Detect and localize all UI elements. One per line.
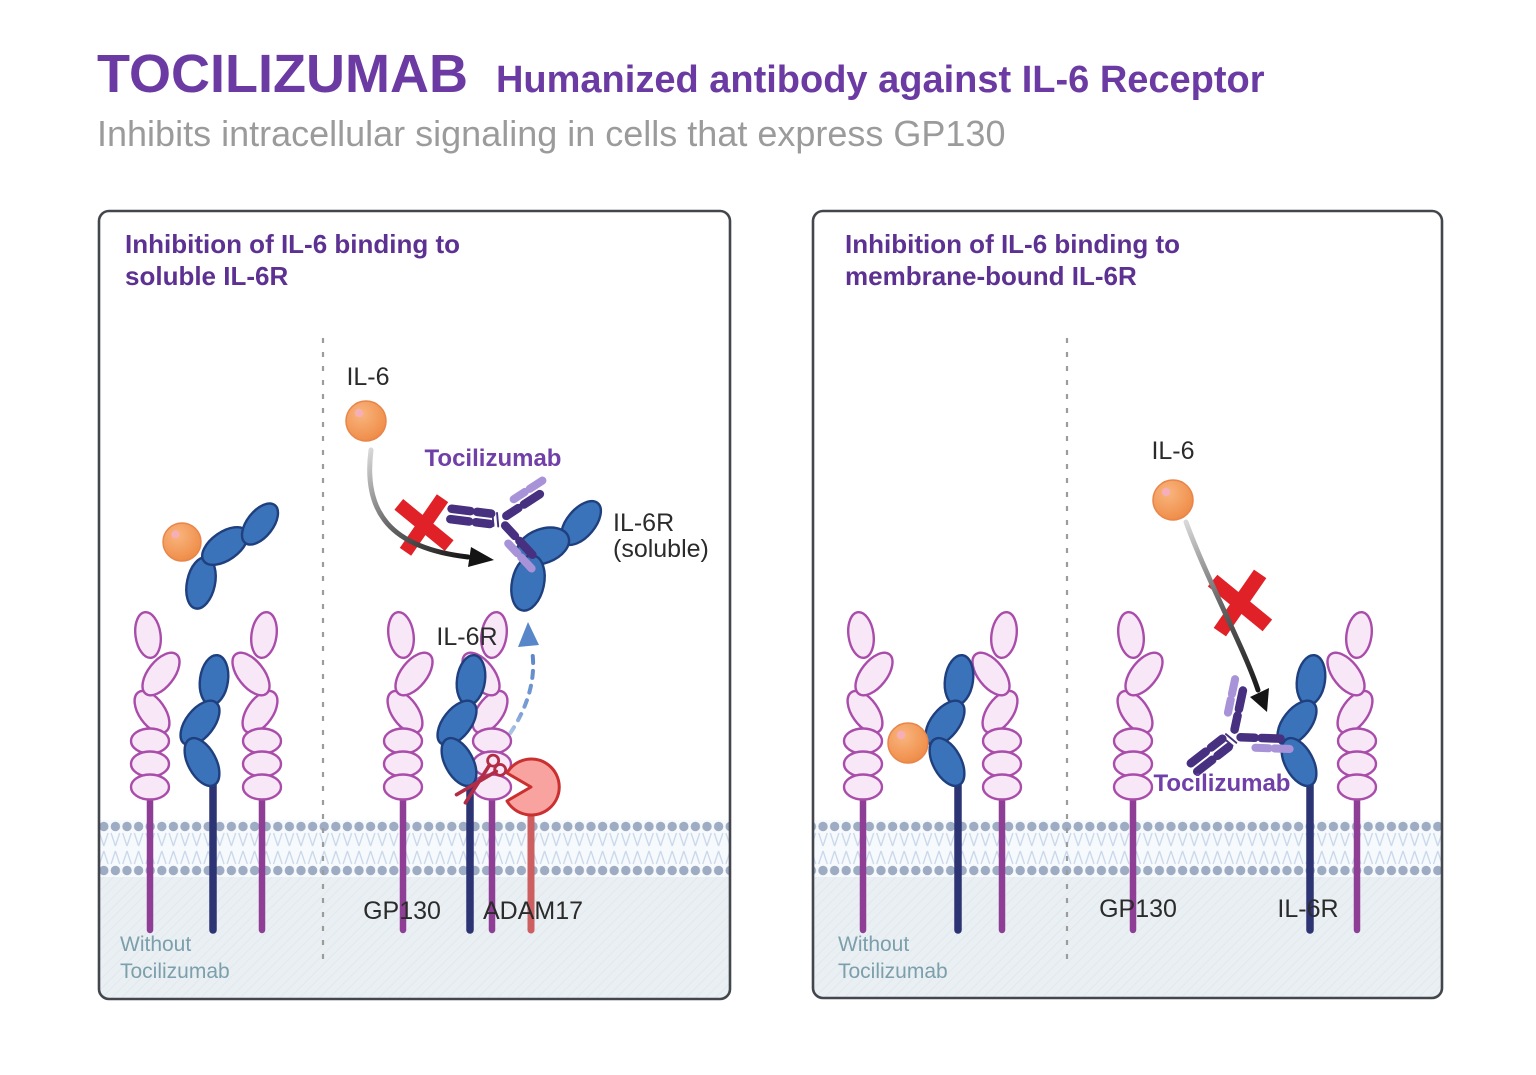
il6-label: IL-6 [346,363,389,391]
blocked-binding-arrow [1183,519,1261,693]
title-row: TOCILIZUMAB Humanized antibody against I… [97,46,1265,103]
without-tocilizumab-label: Without [120,933,191,956]
left-scene-with [345,400,603,930]
blocked-binding-arrowhead [468,547,494,567]
il6-molecule [1152,479,1194,521]
il6r-label: IL-6R [436,623,497,651]
page-subtitle: Humanized antibody against IL-6 Receptor [495,59,1265,101]
il6-molecule [162,522,202,562]
left-scene-without [128,502,285,930]
il6-label: IL-6 [1151,437,1194,465]
without-tocilizumab-label: Tocilizumab [838,960,948,983]
adam17-label: ADAM17 [483,897,583,925]
right-cytoplasm [813,877,1442,998]
right-panel-title: Inhibition of IL-6 binding to [845,229,1180,259]
header: TOCILIZUMAB Humanized antibody against I… [97,46,1265,155]
il6-molecule [345,400,387,442]
soluble-il6r-label: (soluble) [613,535,709,563]
il6r-label: IL-6R [1277,895,1338,923]
left-panel: Inhibition of IL-6 binding to soluble IL… [97,209,732,1001]
soluble-il6r-label: IL-6R [613,509,674,537]
gp130-label: GP130 [363,897,441,925]
right-cell-membrane [813,820,1442,877]
page-description: Inhibits intracellular signaling in cell… [97,112,1006,154]
left-panel-title: soluble IL-6R [125,261,288,291]
page-title: TOCILIZUMAB [97,44,468,104]
left-panel-title: Inhibition of IL-6 binding to [125,229,460,259]
blocked-binding-arrowhead [1250,688,1269,712]
without-tocilizumab-label: Tocilizumab [120,960,230,983]
right-panel-title: membrane-bound IL-6R [845,261,1137,291]
left-panel-border [97,209,732,1001]
il6-sil6r-complex [162,502,280,610]
left-cell-membrane [99,820,730,877]
without-tocilizumab-label: Without [838,933,909,956]
blocked-binding-arrow [367,447,471,560]
il6-molecule [887,722,929,764]
tocilizumab-label: Tocilizumab [425,445,562,472]
tocilizumab-label: Tocilizumab [1154,770,1291,797]
right-panel: Inhibition of IL-6 binding to membrane-b… [811,209,1444,1000]
right-panel-border [811,209,1444,1000]
right-scene-with [1111,479,1380,930]
left-cytoplasm [99,877,730,999]
gp130-label: GP130 [1099,895,1177,923]
shedding-arrowhead [518,622,539,647]
